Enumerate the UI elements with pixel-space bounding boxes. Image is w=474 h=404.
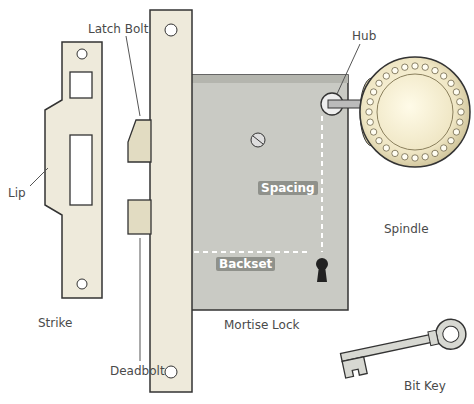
bead — [441, 145, 447, 151]
spacing-line — [321, 116, 323, 252]
dimension-label: Backset — [216, 257, 275, 271]
part-label: Latch Bolt — [88, 22, 148, 36]
screw — [251, 133, 265, 147]
bead — [376, 80, 382, 86]
part-label: Spindle — [384, 222, 429, 236]
screw-hole — [165, 366, 177, 378]
bead — [441, 73, 447, 79]
screw-hole — [77, 279, 87, 289]
bead — [432, 150, 438, 156]
screw-slot — [253, 136, 263, 144]
bead — [383, 73, 389, 79]
bead — [366, 109, 372, 115]
bead — [422, 64, 428, 70]
latch-opening — [70, 72, 92, 98]
bead — [367, 99, 373, 105]
leader-line — [126, 36, 140, 116]
leader-line — [140, 238, 141, 361]
screw-hole — [77, 49, 87, 59]
knob — [360, 57, 470, 167]
bead — [412, 63, 418, 69]
deadbolt-opening — [70, 135, 92, 205]
strike-plate — [45, 42, 102, 298]
bead — [402, 154, 408, 160]
leader-line — [30, 168, 48, 186]
bead — [457, 119, 463, 125]
part-label: Strike — [38, 316, 73, 330]
bead — [392, 150, 398, 156]
bead — [383, 145, 389, 151]
part-label: Bit Key — [404, 379, 446, 393]
bead — [453, 129, 459, 135]
deadbolt — [128, 200, 151, 234]
screw-hole — [165, 24, 177, 36]
backset-line — [194, 251, 310, 253]
bead — [367, 119, 373, 125]
keyhole — [317, 266, 327, 282]
bead — [453, 89, 459, 95]
bead — [402, 64, 408, 70]
bead — [392, 67, 398, 73]
bead — [376, 138, 382, 144]
latch-bolt — [128, 120, 151, 162]
dimension-label: Spacing — [258, 181, 318, 195]
leader-line — [337, 44, 360, 94]
bead — [457, 99, 463, 105]
part-label: Lip — [8, 186, 26, 200]
lock-body — [190, 75, 348, 310]
bead — [458, 109, 464, 115]
bead — [432, 67, 438, 73]
bead — [370, 89, 376, 95]
bit-key — [338, 316, 470, 378]
part-label: Mortise Lock — [224, 318, 299, 332]
part-label: Hub — [352, 29, 376, 43]
bead — [422, 154, 428, 160]
bead — [448, 80, 454, 86]
bead — [448, 138, 454, 144]
bead — [370, 129, 376, 135]
faceplate — [150, 10, 192, 392]
knob-ring — [377, 74, 453, 150]
part-label: Deadbolt — [110, 364, 165, 378]
knob-beading — [366, 63, 464, 161]
bead — [412, 155, 418, 161]
lock-body-edge — [190, 75, 348, 83]
